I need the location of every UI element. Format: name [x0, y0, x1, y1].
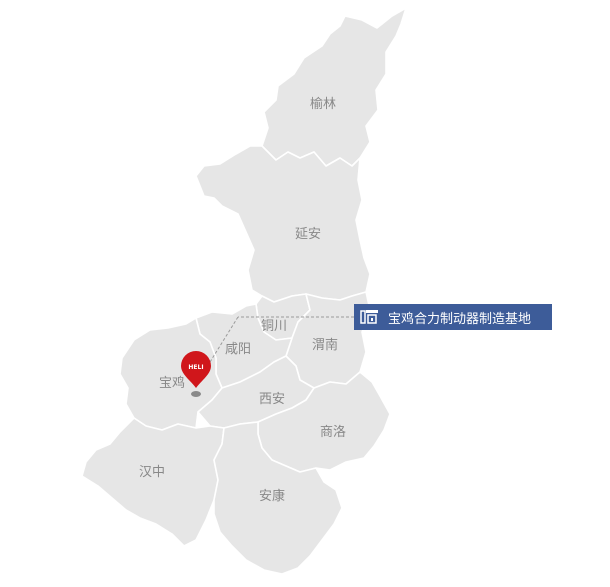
region-label: 宝鸡 — [159, 375, 185, 391]
callout-leader-line — [209, 316, 239, 363]
region-label: 咸阳 — [225, 342, 251, 357]
location-marker[interactable]: HELI — [181, 351, 211, 397]
region-label: 汉中 — [139, 465, 165, 480]
region-yulin[interactable] — [261, 7, 407, 167]
region-label: 榆林 — [310, 97, 336, 112]
region-hanzhong[interactable] — [81, 417, 225, 547]
region-label: 商洛 — [320, 425, 346, 440]
region-label: 铜川 — [261, 319, 287, 334]
base-callout[interactable]: 宝鸡合力制动器制造基地 — [354, 304, 552, 330]
region-yanan[interactable] — [195, 145, 371, 303]
region-label: 安康 — [259, 488, 285, 504]
region-label: 渭南 — [312, 337, 338, 353]
region-label: 西安 — [259, 392, 285, 407]
region-ankang[interactable] — [213, 421, 343, 575]
callout-label: 宝鸡合力制动器制造基地 — [388, 311, 532, 327]
region-shangluo[interactable] — [257, 371, 391, 473]
factory-building-icon — [360, 309, 380, 325]
map-pin-icon — [181, 351, 211, 388]
marker-logo: HELI — [188, 364, 203, 371]
marker-shadow — [191, 391, 201, 397]
region-label: 延安 — [295, 227, 321, 242]
